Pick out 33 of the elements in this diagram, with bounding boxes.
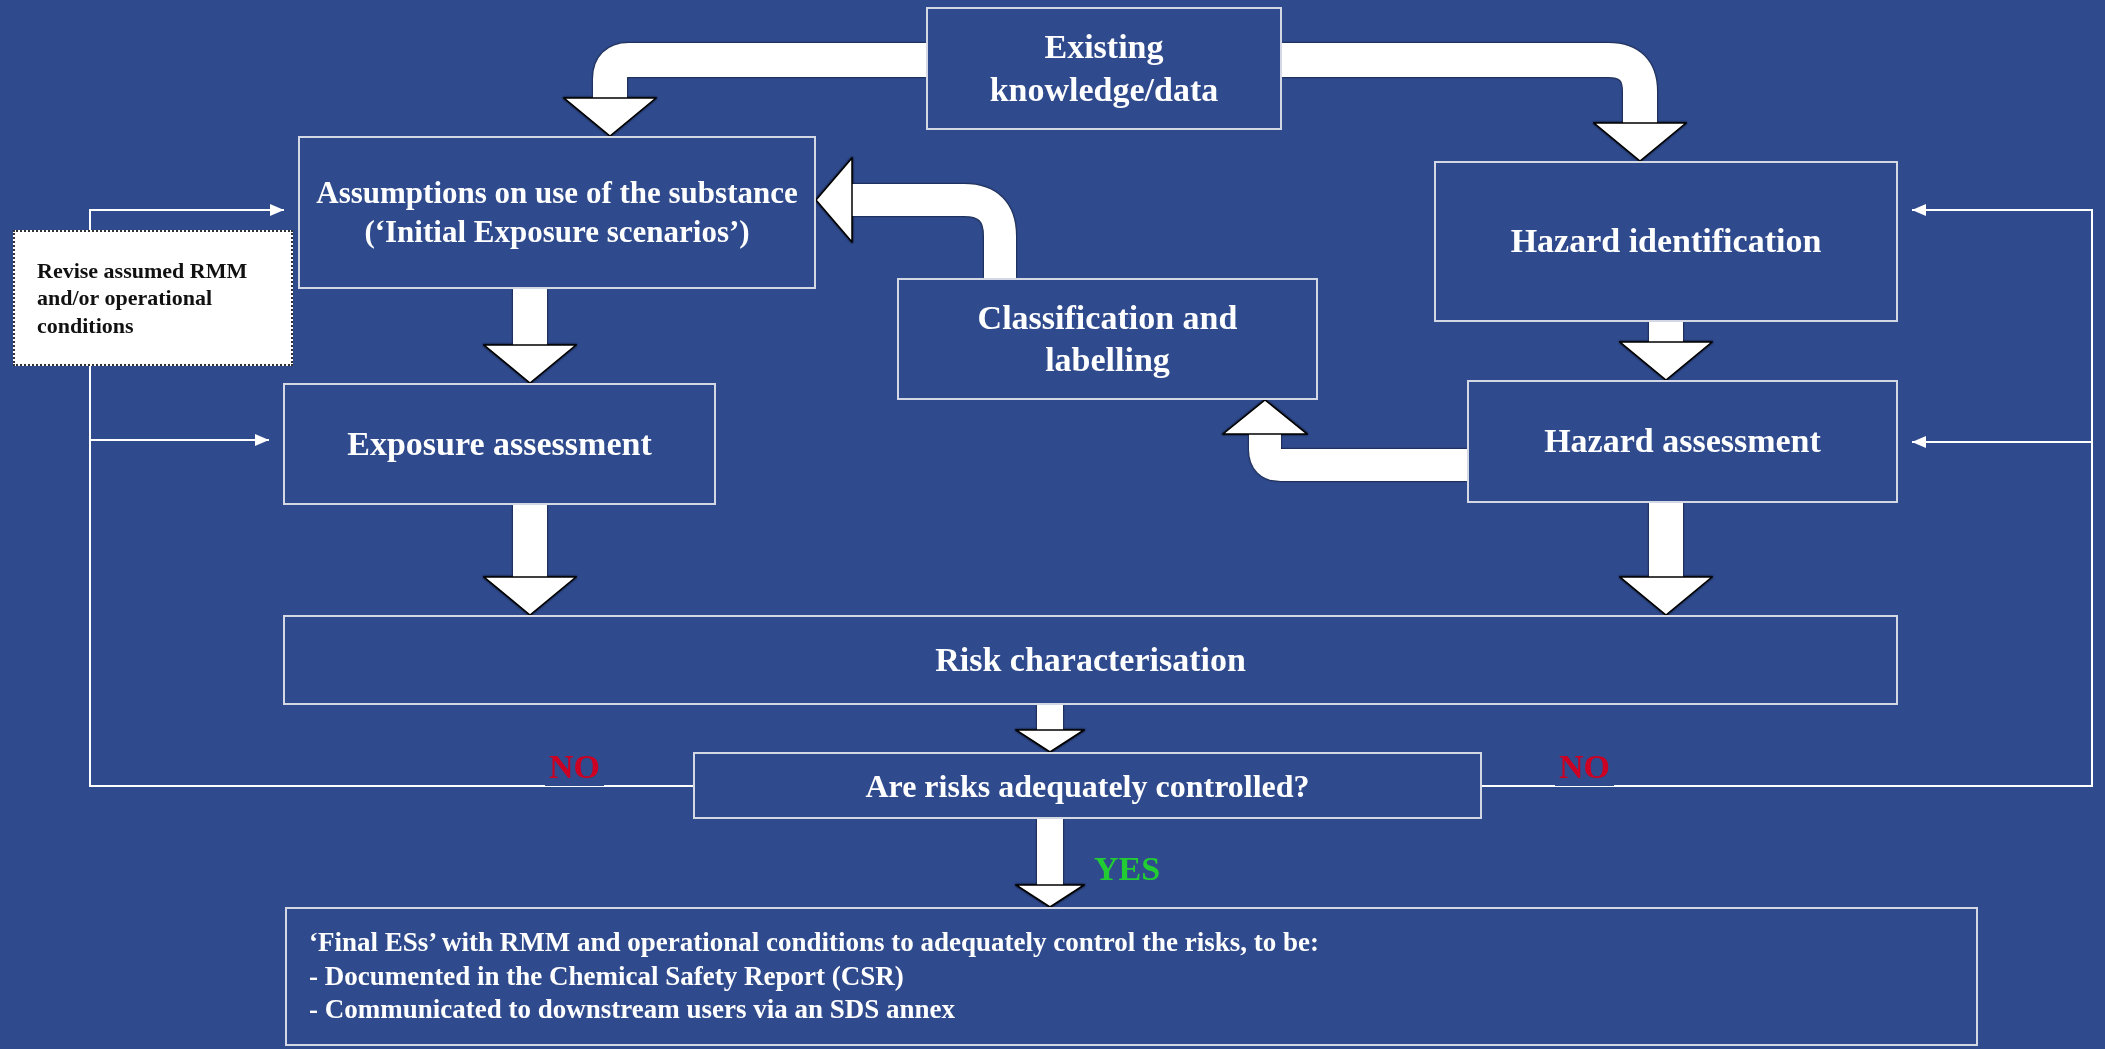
- box-text: Are risks adequately controlled?: [865, 766, 1310, 806]
- box-text: Risk characterisation: [935, 639, 1246, 680]
- process-box: [283, 383, 716, 505]
- process-box: [1467, 380, 1898, 503]
- box-text: Hazard assessment: [1544, 421, 1821, 462]
- box-text: - Documented in the Chemical Safety Report (CSR): [309, 959, 904, 993]
- block-arrow: [1282, 43, 1687, 162]
- box-text: - Communicated to downstream users via an SDS annex: [309, 993, 956, 1027]
- process-box: [1434, 161, 1898, 322]
- process-box: [283, 615, 1898, 705]
- block-arrow: [815, 157, 1016, 278]
- block-arrow: [563, 43, 926, 137]
- process-box: [285, 907, 1978, 1046]
- block-arrow: [1015, 705, 1085, 753]
- block-arrow: [1222, 399, 1467, 481]
- block-arrow: [1619, 503, 1713, 616]
- box-text: ‘Final ESs’ with RMM and operational conditions to adequately control the risks, to be:: [309, 925, 1320, 959]
- process-box: [897, 278, 1318, 400]
- block-arrow: [1619, 322, 1713, 381]
- box-text: Revise assumed RMM and/or operational conditions: [37, 256, 249, 340]
- box-text: Classification and labelling: [976, 297, 1239, 380]
- feedback-arrow: [89, 204, 285, 231]
- block-arrow: [483, 505, 577, 616]
- process-box: [298, 136, 816, 289]
- note-box: [13, 230, 293, 366]
- process-box: [926, 7, 1282, 130]
- box-text: Hazard identification: [1510, 221, 1822, 262]
- block-arrow: [483, 289, 577, 384]
- block-arrow: [1015, 819, 1085, 908]
- box-text: Exposure assessment: [347, 423, 652, 464]
- box-text: Existing knowledge/data: [988, 27, 1220, 110]
- decision-box: [693, 752, 1482, 819]
- box-text: Assumptions on use of the substance (‘Initial Exposure scenarios’): [315, 173, 799, 251]
